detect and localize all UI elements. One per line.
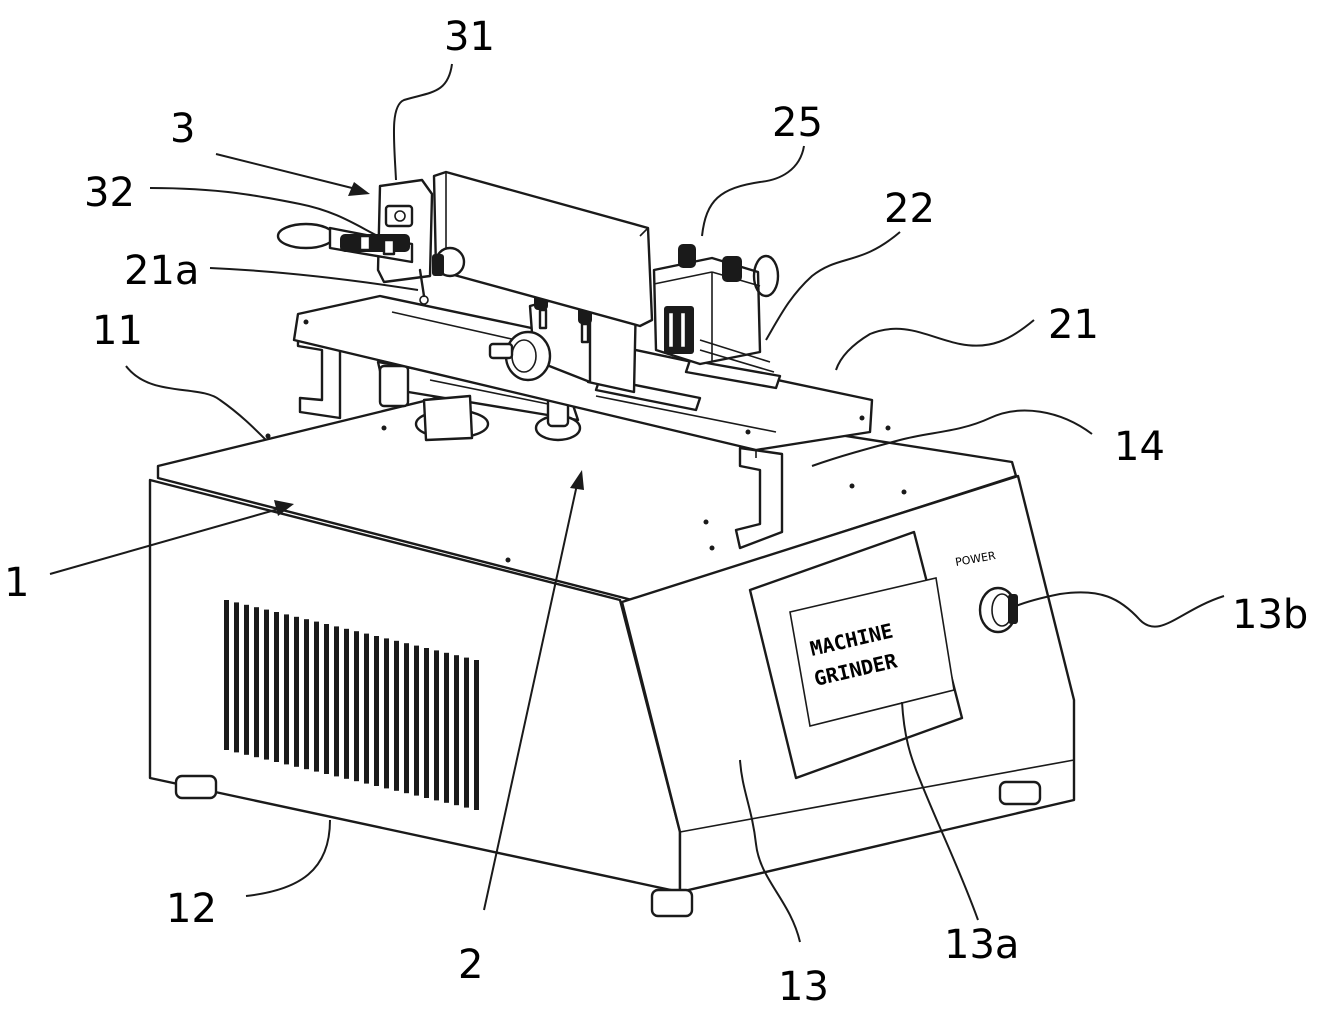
vent-slot xyxy=(284,614,289,764)
label-31: 31 xyxy=(444,14,495,60)
vent-slot xyxy=(374,636,379,786)
vent-slot xyxy=(294,617,299,767)
label-21: 21 xyxy=(1048,302,1099,348)
vent-slot xyxy=(224,600,229,750)
label-32: 32 xyxy=(84,170,135,216)
label-25: 25 xyxy=(772,100,823,146)
label-21a: 21a xyxy=(124,248,199,294)
vent-slot xyxy=(354,631,359,781)
vent-slot xyxy=(264,610,269,760)
vent-slot xyxy=(314,622,319,772)
label-2: 2 xyxy=(458,942,483,988)
label-12: 12 xyxy=(166,886,217,932)
label-13a: 13a xyxy=(944,922,1019,968)
vent-slot xyxy=(424,648,429,798)
vent-slot xyxy=(384,638,389,788)
vent-slot xyxy=(404,643,409,793)
label-22: 22 xyxy=(884,186,935,232)
vent-slot xyxy=(444,653,449,803)
vent-slot xyxy=(344,629,349,779)
vent-slot xyxy=(414,646,419,796)
vent-slot xyxy=(254,607,259,757)
label-11: 11 xyxy=(92,308,143,354)
vent-slot xyxy=(474,660,479,810)
label-13b: 13b xyxy=(1232,592,1308,638)
vent-slot xyxy=(454,655,459,805)
power-knob xyxy=(980,588,1018,632)
vent-slot xyxy=(234,602,239,752)
label-1: 1 xyxy=(4,560,29,606)
vent-slot xyxy=(394,641,399,791)
vent-slot xyxy=(324,624,329,774)
vent-slot xyxy=(244,605,249,755)
label-3: 3 xyxy=(170,106,195,152)
vent-slot xyxy=(464,658,469,808)
label-13: 13 xyxy=(778,964,829,1009)
vent-slot xyxy=(334,626,339,776)
vent-slot xyxy=(304,619,309,769)
vent-slot xyxy=(274,612,279,762)
right-clamp xyxy=(654,244,778,372)
label-14: 14 xyxy=(1114,424,1165,470)
vent-slot xyxy=(364,634,369,784)
vent-slot xyxy=(434,650,439,800)
